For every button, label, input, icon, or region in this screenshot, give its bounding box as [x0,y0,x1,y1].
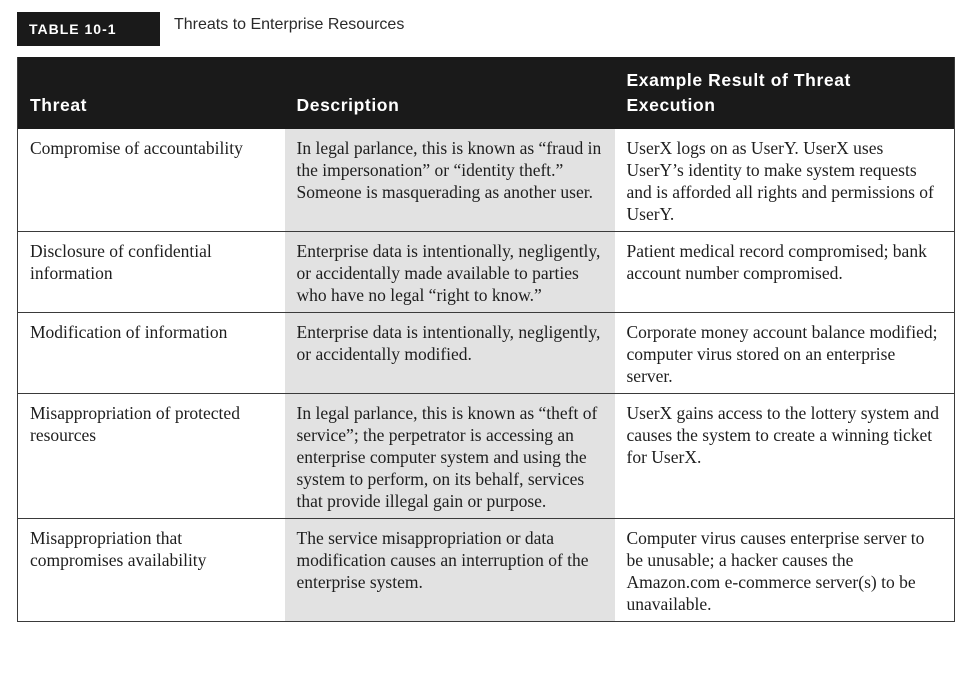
table-row: Disclosure of confidential information E… [17,231,955,313]
threat-cell: Disclosure of confidential information [17,231,285,313]
example-cell: UserX gains access to the lottery system… [614,393,955,519]
table-row: Misappropriation that compromises availa… [17,518,955,622]
example-cell: UserX logs on as UserY. UserX uses UserY… [614,129,955,232]
description-cell: Enterprise data is intentionally, neglig… [284,231,615,313]
table-header: Threat Description Example Result of Thr… [17,57,955,129]
threat-cell: Compromise of accountability [17,129,285,232]
table-row: Compromise of accountability In legal pa… [17,129,955,232]
table-row: Misappropriation of protected resources … [17,393,955,519]
description-cell: The service misappropriation or data mod… [284,518,615,622]
description-cell: In legal parlance, this is known as “fra… [284,129,615,232]
header-example-result: Example Result of Threat Execution [614,57,955,129]
example-cell: Computer virus causes enterprise server … [614,518,955,622]
threat-cell: Modification of information [17,312,285,394]
table-row: Modification of information Enterprise d… [17,312,955,394]
threat-cell: Misappropriation that compromises availa… [17,518,285,622]
table-body: Compromise of accountability In legal pa… [17,129,955,622]
table-caption: TABLE 10-1 Threats to Enterprise Resourc… [17,12,404,46]
table-number-label: TABLE 10-1 [17,12,160,46]
header-threat: Threat [17,57,285,129]
description-cell: In legal parlance, this is known as “the… [284,393,615,519]
header-description: Description [284,57,615,129]
example-cell: Corporate money account balance modified… [614,312,955,394]
header-row: Threat Description Example Result of Thr… [17,57,955,129]
description-cell: Enterprise data is intentionally, neglig… [284,312,615,394]
example-cell: Patient medical record compromised; bank… [614,231,955,313]
threat-cell: Misappropriation of protected resources [17,393,285,519]
threats-table: Threat Description Example Result of Thr… [17,57,955,622]
table-title: Threats to Enterprise Resources [174,16,405,33]
